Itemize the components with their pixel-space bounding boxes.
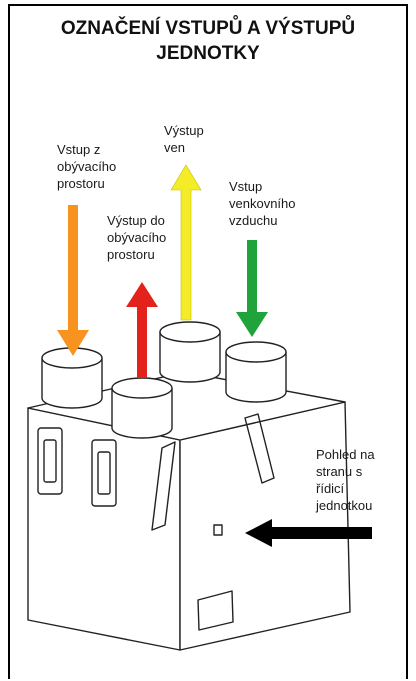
label-side-view: Pohled na stranu s řídicí jednotkou (316, 447, 375, 513)
arrow-red-up (126, 282, 158, 378)
front-panel-right (91, 439, 117, 507)
label-outlet-living: Výstup do obývacího prostoru (107, 213, 167, 262)
access-hatch (197, 590, 234, 631)
arrow-orange-down (57, 205, 89, 356)
control-socket (213, 524, 223, 536)
duct-connectors (41, 321, 287, 439)
diagram-title: OZNAČENÍ VSTUPŮ A VÝSTUPŮ JEDNOTKY (8, 16, 408, 66)
title-line-2: JEDNOTKY (156, 43, 260, 64)
diagram-frame (8, 4, 408, 679)
title-line-1: OZNAČENÍ VSTUPŮ A VÝSTUPŮ (60, 18, 356, 39)
label-inlet-living: Vstup z obývacího prostoru (57, 142, 117, 191)
arrow-black-left (245, 519, 372, 547)
label-outlet-outside: Výstup ven (164, 123, 204, 155)
label-inlet-outdoor: Vstup venkovního vzduchu (229, 179, 296, 228)
arrow-green-down (236, 240, 268, 337)
side-slot-2 (244, 413, 275, 484)
arrow-yellow-up (170, 164, 202, 321)
front-panel-left (37, 427, 63, 495)
unit-body-front (27, 407, 181, 651)
side-slot-1 (151, 441, 176, 531)
